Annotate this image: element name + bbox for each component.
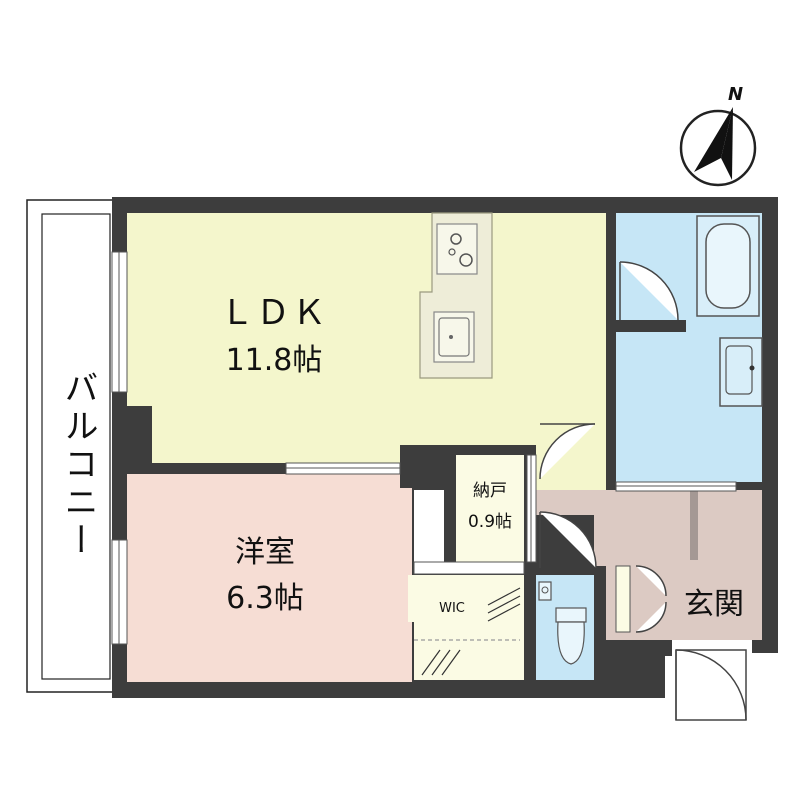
room-bedroom-size: 6.3帖: [226, 581, 304, 616]
sliding-door-rails: [413, 454, 737, 575]
north-arrow-icon: [694, 107, 733, 172]
room-storage-size: 0.9帖: [468, 512, 512, 532]
doors: [539, 261, 747, 721]
balcony: [26, 199, 114, 693]
room-ldk-size: 11.8帖: [226, 343, 323, 378]
bathtub-icon: [696, 215, 760, 317]
room-entrance: [672, 560, 762, 640]
room-entrance-name: 玄関: [684, 587, 744, 622]
compass: N: [679, 84, 757, 187]
compass-north-label: N: [728, 84, 743, 105]
shoe-closet: [615, 565, 631, 633]
room-storage: [456, 455, 524, 562]
kitchen-counter: [419, 212, 493, 379]
closet-strip: [414, 490, 444, 562]
balcony-name: バルコニー: [58, 370, 98, 560]
sink-icon: [433, 311, 475, 363]
room-ldk-name: ＬＤＫ: [220, 293, 328, 333]
room-wic: [408, 575, 524, 680]
wic-hanger-rails: [414, 587, 521, 676]
washbasin-icon: [719, 337, 763, 407]
room-bedroom-name: 洋室: [235, 535, 295, 570]
windows: [111, 251, 401, 645]
toilet-icon: [538, 581, 587, 665]
room-wic-name: WIC: [439, 601, 465, 616]
stove-icon: [436, 223, 478, 275]
room-storage-name: 納戸: [473, 481, 507, 501]
room-bedroom: [127, 474, 412, 682]
